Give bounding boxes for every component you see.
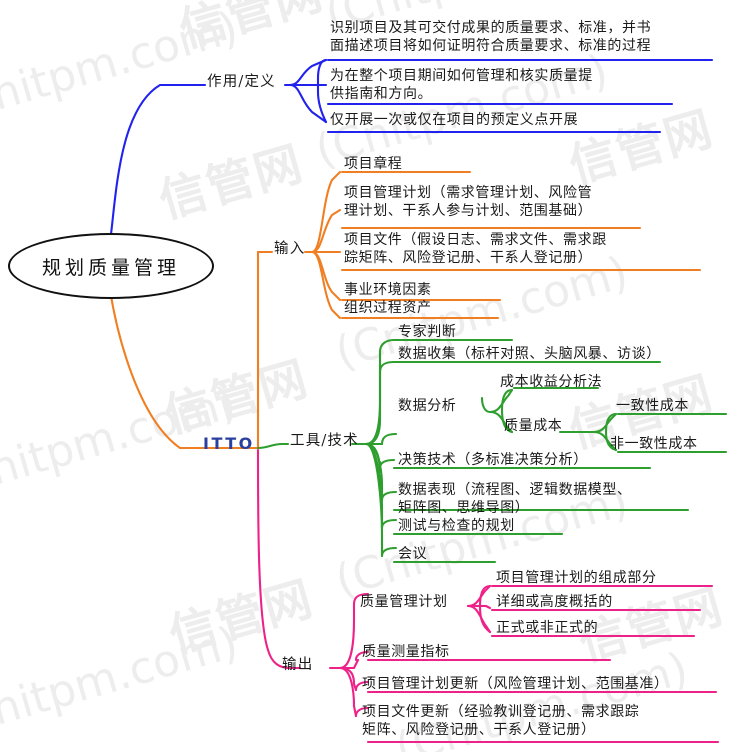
branch-line-tools	[256, 338, 728, 564]
node-tools-data-analysis-child-2[interactable]: 质量成本	[504, 418, 563, 434]
branch-label-tools[interactable]: 工具/技术	[290, 433, 359, 449]
branch-line-inputs	[108, 170, 702, 450]
node-outputs-item-1[interactable]: 质量管理计划	[360, 594, 448, 610]
node-inputs-item-2[interactable]: 项目管理计划（需求管理计划、风险管 理计划、干系人参与计划、范围基础）	[344, 185, 593, 219]
branch-label-inputs[interactable]: 输入	[274, 241, 306, 257]
node-definition-item-3[interactable]: 仅开展一次或仅在项目的预定义点开展	[330, 112, 579, 128]
node-tools-data-analysis-child-1[interactable]: 成本收益分析法	[500, 374, 603, 390]
node-outputs-item-4[interactable]: 项目文件更新（经验教训登记册、需求跟踪 矩阵、风险登记册、干系人登记册）	[362, 704, 640, 738]
node-tools-item-1[interactable]: 专家判断	[398, 324, 457, 340]
node-tools-item-6[interactable]: 测试与检查的规划	[398, 518, 515, 534]
node-outputs-qmp-child-2[interactable]: 详细或高度概括的	[496, 594, 613, 610]
node-tools-item-7[interactable]: 会议	[398, 546, 428, 562]
branch-line-definition	[108, 58, 714, 244]
branch-label-outputs[interactable]: 输出	[282, 657, 314, 673]
itto-label: ITTO	[203, 434, 255, 453]
node-tools-item-5[interactable]: 数据表现（流程图、逻辑数据模型、 矩阵图、思维导图）	[398, 482, 632, 516]
node-definition-item-2[interactable]: 为在整个项目期间如何管理和核实质量提 供指南和方向。	[330, 68, 593, 102]
node-inputs-item-4[interactable]: 事业环境因素	[344, 282, 432, 298]
node-tools-quality-cost-child-1[interactable]: 一致性成本	[616, 398, 689, 414]
node-inputs-item-1[interactable]: 项目章程	[344, 156, 403, 172]
central-node[interactable]: 规划质量管理	[8, 233, 214, 299]
node-inputs-item-3[interactable]: 项目文件（假设日志、需求文件、需求跟 踪矩阵、风险登记册、干系人登记册）	[344, 232, 607, 266]
branch-line-outputs	[256, 448, 720, 744]
node-outputs-qmp-child-1[interactable]: 项目管理计划的组成部分	[496, 570, 657, 586]
node-outputs-item-3[interactable]: 项目管理计划更新（风险管理计划、范围基准）	[362, 676, 669, 692]
node-tools-item-3[interactable]: 数据分析	[398, 398, 457, 414]
node-inputs-item-5[interactable]: 组织过程资产	[344, 300, 432, 316]
central-node-label: 规划质量管理	[41, 256, 180, 279]
branch-label-definition[interactable]: 作用/定义	[207, 74, 276, 90]
node-definition-item-1[interactable]: 识别项目及其可交付成果的质量要求、标准，并书 面描述项目将如何证明符合质量要求、…	[330, 20, 652, 54]
node-tools-item-2[interactable]: 数据收集（标杆对照、头脑风暴、访谈）	[398, 346, 661, 362]
node-outputs-item-2[interactable]: 质量测量指标	[362, 644, 450, 660]
node-tools-quality-cost-child-2[interactable]: 非一致性成本	[610, 436, 698, 452]
node-outputs-qmp-child-3[interactable]: 正式或非正式的	[496, 620, 599, 636]
node-tools-item-4[interactable]: 决策技术（多标准决策分析）	[398, 452, 588, 468]
